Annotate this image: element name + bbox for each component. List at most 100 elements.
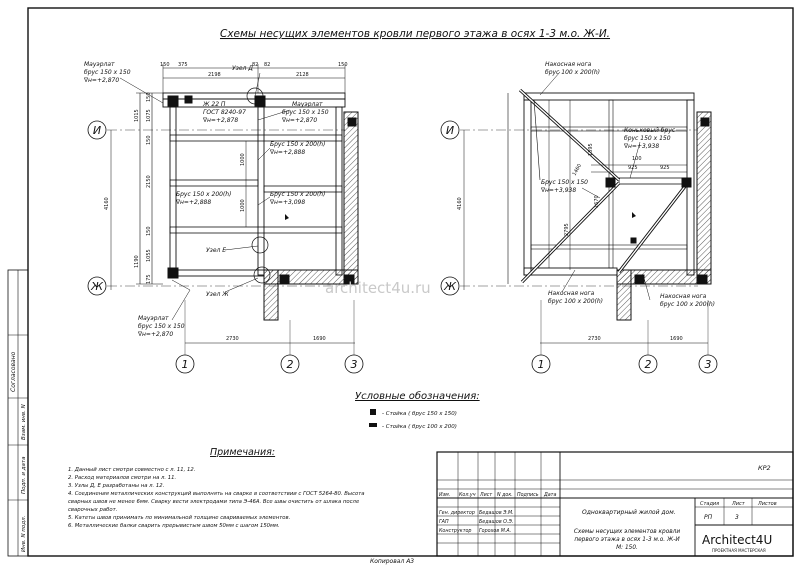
label-konek-1: Коньковый брус — [624, 127, 676, 134]
label-mauerlat-top-3: ∇н=+2,870 — [83, 77, 119, 84]
dim-r-925b: 925 — [660, 165, 670, 171]
dim-left-1190: 1190 — [134, 255, 140, 268]
legend-swatch-150 — [370, 409, 376, 415]
note-4c: сварочных работ. — [68, 507, 117, 513]
label-naklon-top-1: Накосная нога — [545, 61, 592, 68]
dim-top-82b: 82 — [264, 62, 270, 68]
axis-left-3: 3 — [351, 358, 358, 371]
sheet-title: Схемы несущих элементов кровли первого э… — [220, 28, 610, 40]
label-brus-right2-2: ∇н=+3,098 — [269, 199, 305, 206]
tb-h-ndoc: N док. — [497, 492, 513, 498]
tb-name-2: Бедашов О.Э. — [479, 519, 513, 525]
dim-r-100: 100 — [632, 156, 642, 162]
label-konek-2: брус 150 х 150 — [624, 135, 671, 142]
dim-left-150b: 150 — [146, 135, 152, 145]
legend-item-1: - Стойка ( брус 150 х 150) — [382, 411, 457, 417]
label-brus-left-1: Брус 150 х 200(h) — [176, 191, 231, 198]
label-brus-right1-2: ∇н=+2,888 — [269, 149, 305, 156]
tb-role-1: Ген. директор — [439, 510, 475, 516]
title-block-text: КР2 Одноквартирный жилой дом. Изм. Кол.у… — [439, 464, 777, 553]
label-ks22p-2: ГОСТ 8240-97 — [203, 109, 246, 116]
dim-r-bottom-2730: 2730 — [588, 336, 601, 342]
label-mauerlat-bot-3: ∇н=+2,870 — [137, 331, 173, 338]
tb-h-kol: Кол.уч — [459, 492, 476, 498]
notes-title: Примечания: — [210, 447, 275, 458]
dim-left-1075: 1075 — [146, 109, 152, 122]
dim-top-375: 375 — [178, 62, 188, 68]
axis-right-3: 3 — [705, 358, 712, 371]
tb-sheet-title-3: М: 150. — [616, 545, 638, 551]
label-node-zh: Узел Ж — [206, 291, 229, 298]
legend-title: Условные обозначения: — [355, 390, 480, 402]
dim-top-2128: 2128 — [296, 72, 309, 78]
label-mauerlat-mid-2: брус 150 х 150 — [282, 109, 329, 116]
label-naklon-right-2: брус 100 х 200(h) — [660, 301, 715, 308]
label-brus-left-2: ∇н=+2,888 — [175, 199, 211, 206]
left-plan-dims: 150 375 82 82 150 2198 2128 150 1075 101… — [104, 62, 348, 342]
dim-left-4160: 4160 — [104, 197, 110, 210]
label-mauerlat-bot-2: брус 150 х 150 — [138, 323, 185, 330]
right-plan — [463, 71, 712, 344]
tb-list-h: Лист — [731, 501, 746, 507]
tb-stage-h: Стадия — [700, 501, 719, 507]
left-axes — [87, 120, 364, 374]
label-mauerlat-bot-1: Мауэрлат — [138, 315, 169, 322]
legend: Условные обозначения: - Стойка ( брус 15… — [355, 390, 480, 430]
label-konek-3: ∇н=+3,938 — [623, 143, 659, 150]
axis-left-2: 2 — [287, 358, 294, 371]
dim-left-1055: 1055 — [146, 249, 152, 262]
label-mauerlat-mid-3: ∇н=+2,870 — [281, 117, 317, 124]
dim-r-bottom-1690: 1690 — [670, 336, 683, 342]
tb-stage-v: РП — [704, 514, 713, 521]
notes: Примечания: 1. Данный лист смотри совмес… — [68, 447, 365, 529]
stamp-agreed: Согласовано — [10, 351, 17, 392]
dim-left-150c: 150 — [146, 226, 152, 236]
tb-lists-h: Листов — [757, 501, 777, 507]
dim-top-150b: 150 — [338, 62, 348, 68]
label-naklon-bot-2: брус 100 х 200(h) — [548, 298, 603, 305]
tb-logo: Architect4U — [702, 533, 772, 547]
label-node-e: Узел Е — [206, 247, 226, 254]
note-1: 1. Данный лист смотри совместно с л. 11,… — [68, 467, 195, 473]
label-naklon-bot-1: Накосная нога — [548, 290, 595, 297]
dim-r-2795: 2795 — [564, 223, 570, 236]
label-brus-right1-1: Брус 150 х 200(h) — [270, 141, 325, 148]
watermark: architect4u.ru — [325, 279, 431, 297]
right-plan-labels: Накосная нога брус 100 х 200(h) Коньковы… — [540, 61, 715, 308]
note-3: 3. Узлы Д, Е разработаны на л. 12. — [68, 483, 164, 489]
tb-h-izm: Изм. — [439, 492, 450, 498]
label-brus-mid-1: Брус 150 х 150 — [541, 179, 588, 186]
dim-bottom-1690: 1690 — [313, 336, 326, 342]
tb-logo-sub: ПРОЕКТНАЯ МАСТЕРСКАЯ — [712, 548, 766, 553]
note-5: 5. Катеты швов принимать по минимальной … — [68, 515, 290, 521]
tb-h-list: Лист — [479, 492, 492, 498]
legend-item-2: - Стойка ( брус 100 х 200) — [382, 424, 457, 430]
dim-inner-1000a: 1000 — [240, 153, 246, 166]
dim-bottom-2730: 2730 — [226, 336, 239, 342]
label-mauerlat-top-2: брус 150 х 150 — [84, 69, 131, 76]
right-plan-dims: 1395 925 925 100 1670 2795 1460 4160 273… — [457, 143, 683, 342]
title-block — [436, 451, 794, 557]
tb-role-2: ГАП — [439, 519, 449, 525]
dim-left-2150: 2150 — [146, 175, 152, 188]
format-label: Копировал А3 — [370, 558, 414, 565]
label-node-d: Узел Д — [232, 65, 253, 72]
axis-right-i: И — [446, 124, 454, 137]
dim-r-1670: 1670 — [594, 195, 600, 208]
axis-left-1: 1 — [182, 358, 189, 371]
dim-top-82a: 82 — [252, 62, 258, 68]
note-2: 2. Расход материалов смотри на л. 11. — [68, 475, 176, 481]
note-4b: сварных швов не менее 6мм. Сварку вести … — [68, 499, 360, 505]
dim-left-175: 175 — [146, 274, 152, 284]
axis-left-i: И — [93, 124, 101, 137]
tb-h-sign: Подпись — [517, 492, 539, 498]
note-6: 6. Металлические балки сварить прерывист… — [68, 523, 280, 529]
tb-sheet-title-1: Схемы несущих элементов кровли — [574, 529, 681, 535]
axis-right-1: 1 — [538, 358, 545, 371]
label-brus-right2-1: Брус 150 х 200(h) — [270, 191, 325, 198]
label-mauerlat-mid-1: Мауэрлат — [292, 101, 323, 108]
label-ks22p-1: Ж 22 П — [202, 101, 226, 108]
dim-inner-1000b: 1000 — [240, 199, 246, 212]
dim-r-4160: 4160 — [457, 197, 463, 210]
